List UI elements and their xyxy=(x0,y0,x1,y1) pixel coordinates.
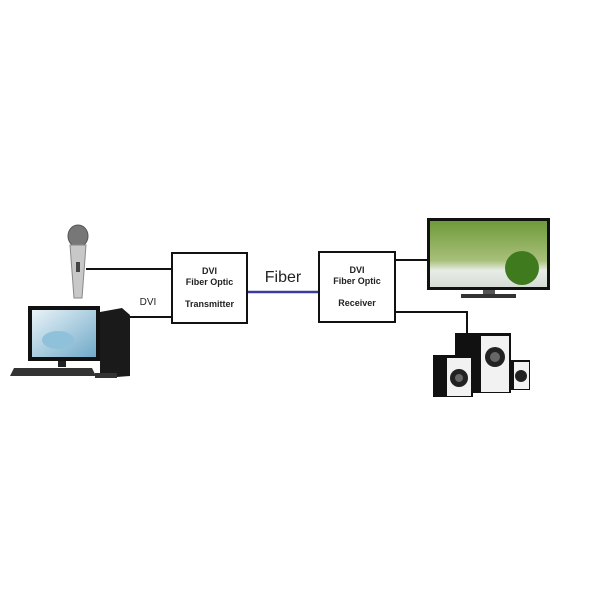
transmitter-line1: DVI xyxy=(202,266,217,276)
speakers-icon xyxy=(433,333,530,397)
receiver-line1: DVI xyxy=(349,265,364,275)
speaker-wire xyxy=(395,311,468,336)
computer-icon xyxy=(10,306,130,378)
transmitter-box: DVI Fiber Optic Transmitter xyxy=(171,252,248,324)
receiver-box: DVI Fiber Optic Receiver xyxy=(318,251,396,323)
transmitter-line3: Transmitter xyxy=(185,299,235,309)
receiver-line2: Fiber Optic xyxy=(333,276,381,286)
tv-icon xyxy=(427,218,550,298)
wires xyxy=(86,259,468,336)
receiver-line3: Receiver xyxy=(338,298,376,308)
dvi-label: DVI xyxy=(140,297,157,308)
transmitter-line2: Fiber Optic xyxy=(186,277,234,287)
microphone-icon xyxy=(67,224,89,299)
fiber-label: Fiber xyxy=(265,269,302,286)
